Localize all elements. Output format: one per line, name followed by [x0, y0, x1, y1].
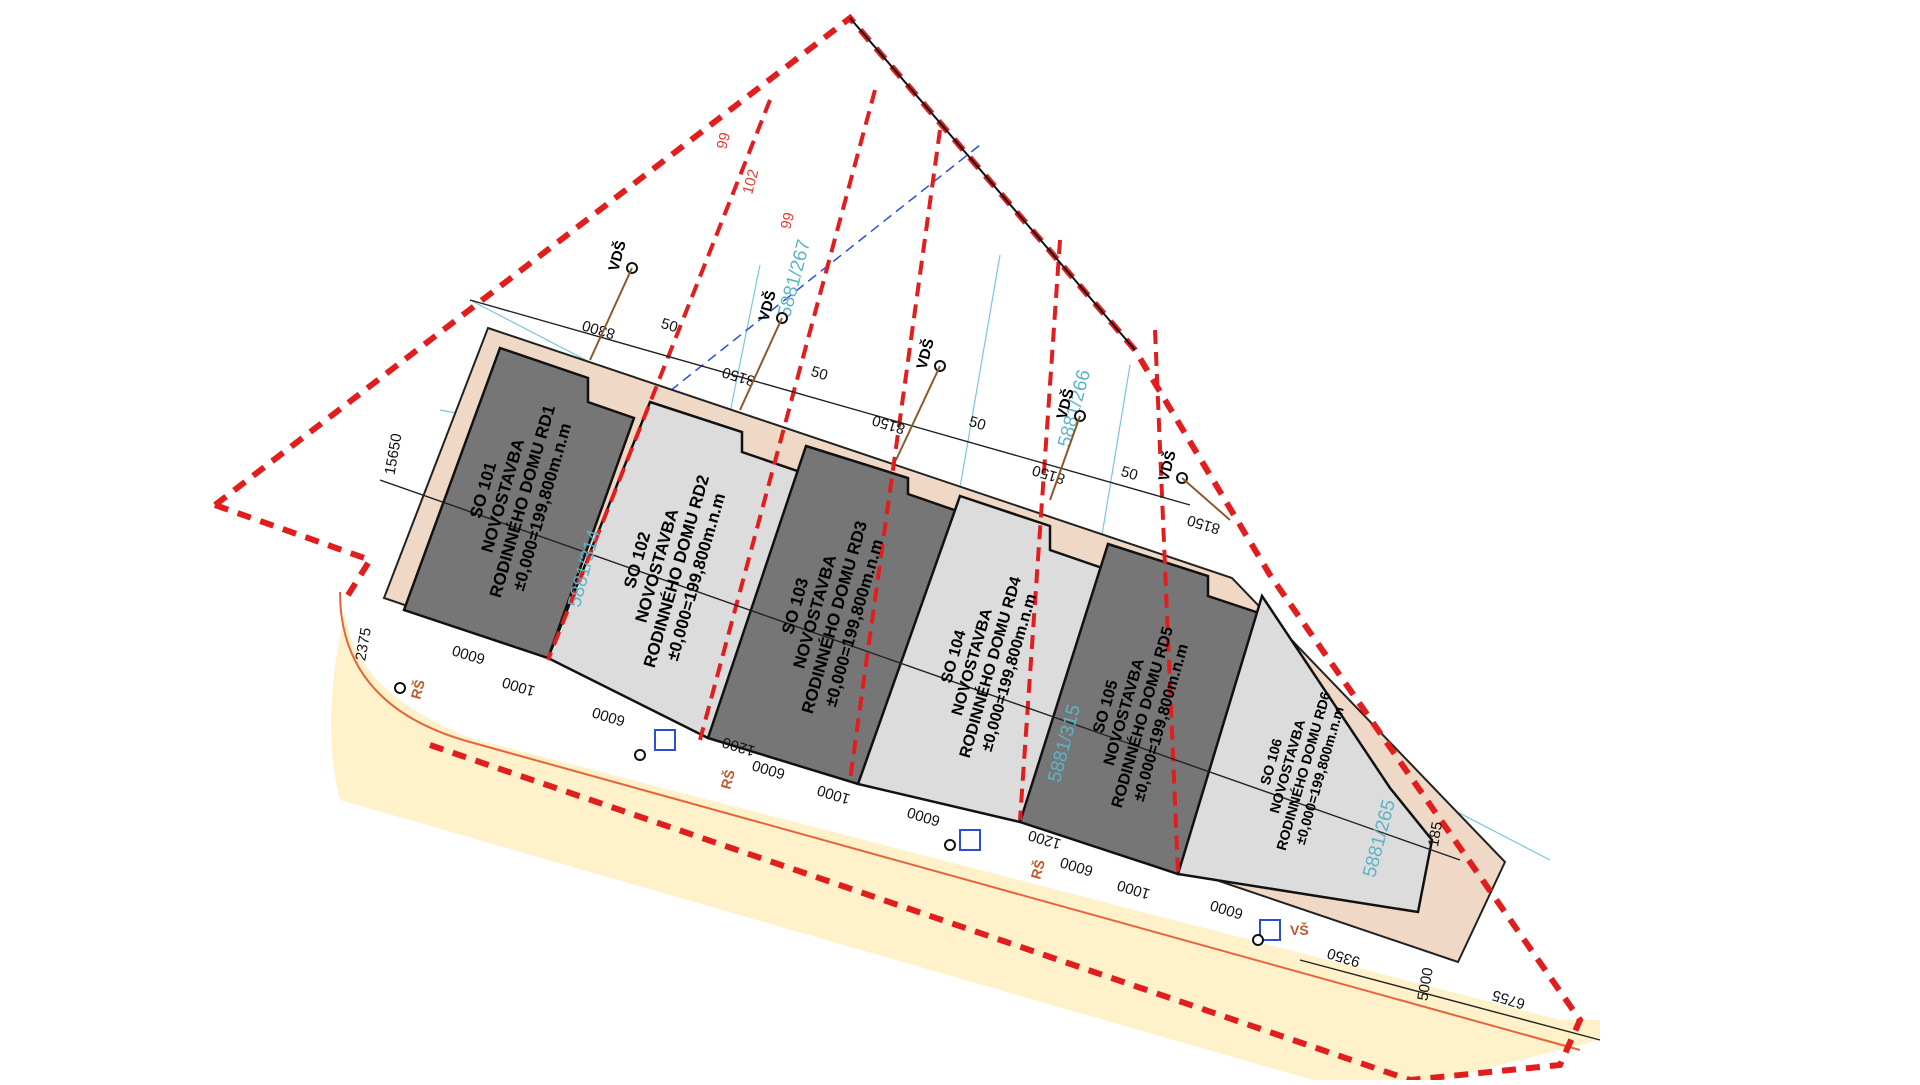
rs-label-1: RŠ	[406, 678, 427, 701]
manhole-2	[634, 749, 646, 761]
dim-top-50-b: 50	[809, 363, 830, 384]
dim-bottom-6000-b: 6000	[590, 703, 627, 729]
dimension-texts: 8300 50 8150 50 8150 50 8150 50 8150 156…	[352, 315, 1527, 1012]
manhole-4	[1252, 934, 1264, 946]
manhole-3	[944, 839, 956, 851]
dim-bottom-5000: 5000	[1414, 966, 1437, 1002]
road-edge	[339, 591, 1581, 1051]
dim-left-15650: 15650	[382, 432, 406, 476]
dim-top-8300: 8300	[580, 316, 617, 342]
plot-boundary	[213, 13, 1584, 1083]
dim-bottom-6000-d: 6000	[905, 803, 942, 829]
building-rd6	[1176, 593, 1434, 914]
manhole-1	[394, 682, 406, 694]
dimension-lines	[379, 299, 1601, 1041]
vs-label: VŠ	[1290, 921, 1309, 938]
dim-top-50-d: 50	[1119, 463, 1140, 484]
dim-bottom-1000-a: 1000	[500, 673, 537, 699]
dim-top-50-c: 50	[967, 413, 988, 434]
dim-bottom-6000-e: 6000	[1058, 853, 1095, 879]
internal-boundaries	[546, 89, 1180, 875]
dim-right-185: 185	[1425, 820, 1446, 848]
dim-bottom-1000-c: 1000	[1115, 876, 1152, 902]
vs-box-1	[654, 729, 676, 751]
note-99-b: 99	[777, 211, 798, 232]
rs-label-2: RŠ	[716, 768, 737, 791]
dim-top-50-a: 50	[659, 315, 680, 336]
dim-top-8150-d: 8150	[1185, 511, 1222, 537]
dim-left-2375: 2375	[352, 626, 375, 662]
vs-box-2	[959, 829, 981, 851]
building-footprints	[402, 346, 1434, 914]
dim-bottom-6000-f: 6000	[1208, 896, 1245, 922]
parcel-5881-267: 5881/267	[774, 238, 815, 320]
dim-bottom-1000-b: 1000	[815, 781, 852, 807]
dim-bottom-6000-a: 6000	[450, 641, 487, 667]
note-99-a: 99	[713, 131, 734, 152]
note-102: 102	[739, 167, 762, 196]
building-rd1	[402, 346, 636, 660]
red-notes: 102 99 99	[713, 131, 798, 232]
vs-box-3	[1259, 919, 1281, 941]
rs-label-3: RŠ	[1026, 858, 1047, 881]
